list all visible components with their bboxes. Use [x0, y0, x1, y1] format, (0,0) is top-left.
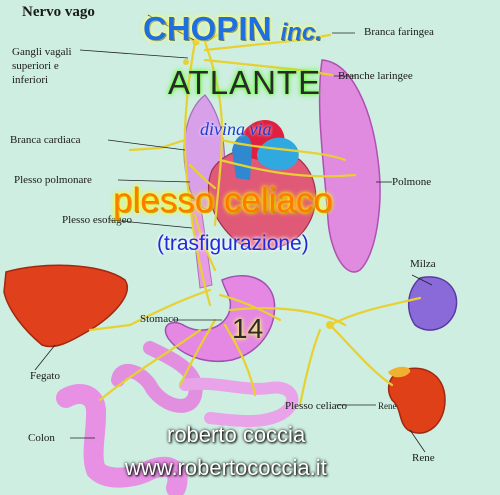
pulmonary-vessel-shape: [256, 137, 299, 171]
label-branca-cardiaca: Branca cardiaca: [10, 134, 81, 146]
vena-cava-shape: [232, 134, 252, 180]
label-nervo-vago: Nervo vago: [22, 4, 95, 20]
ganglion-upper: [192, 38, 200, 46]
label-gangli-line1: Gangli vagali: [12, 46, 72, 58]
intestine-shape: [111, 341, 203, 413]
brand-title: CHOPIN inc.: [143, 10, 322, 48]
leader-lines: [34, 14, 433, 453]
main-heading: plesso celiaco: [113, 181, 333, 220]
label-rene: Rene: [412, 452, 435, 464]
label-gangli-line2: superiori e: [12, 60, 59, 72]
label-polmone: Polmone: [392, 176, 432, 188]
label-milza: Milza: [410, 258, 436, 270]
brand-suffix: inc.: [280, 19, 322, 46]
label-branca-faringea: Branca faringea: [364, 26, 434, 38]
label-branche-laringee: Branche laringee: [338, 70, 413, 82]
website-credit: www.robertococcia.it: [125, 455, 327, 480]
liver-shape: [3, 264, 128, 348]
issue-number: 14: [232, 313, 264, 344]
esophagus-shape: [189, 199, 213, 289]
ganglion-lower: [183, 59, 189, 65]
label-plesso-celiaco: Plesso celiaco: [285, 400, 348, 412]
colon-shape: [56, 384, 188, 495]
label-colon: Colon: [28, 432, 55, 444]
label-plesso-esofageo: Plesso esofageo: [62, 214, 132, 226]
celiac-ganglion: [326, 321, 334, 329]
label-stomaco: Stomaco: [140, 313, 179, 325]
nerve-paths: [88, 16, 422, 407]
series-title: ATLANTE: [168, 64, 322, 101]
spleen-shape: [408, 276, 458, 331]
lung-right-shape: [318, 59, 381, 273]
kidney-shape: [387, 367, 446, 434]
small-intestine-shape: [179, 377, 299, 428]
sub-heading: (trasfigurazione): [157, 232, 309, 255]
label-gangli-line3: inferiori: [12, 74, 49, 86]
brand-name: CHOPIN: [143, 10, 272, 47]
label-plesso-polmonare: Plesso polmonare: [14, 174, 92, 186]
label-rene-small: Rene: [378, 401, 397, 411]
subtitle: divina via: [200, 119, 272, 139]
stomach-shape: [164, 275, 276, 362]
adrenal-shape: [388, 366, 411, 378]
author-credit: roberto coccia: [167, 422, 306, 447]
label-fegato: Fegato: [30, 370, 60, 382]
